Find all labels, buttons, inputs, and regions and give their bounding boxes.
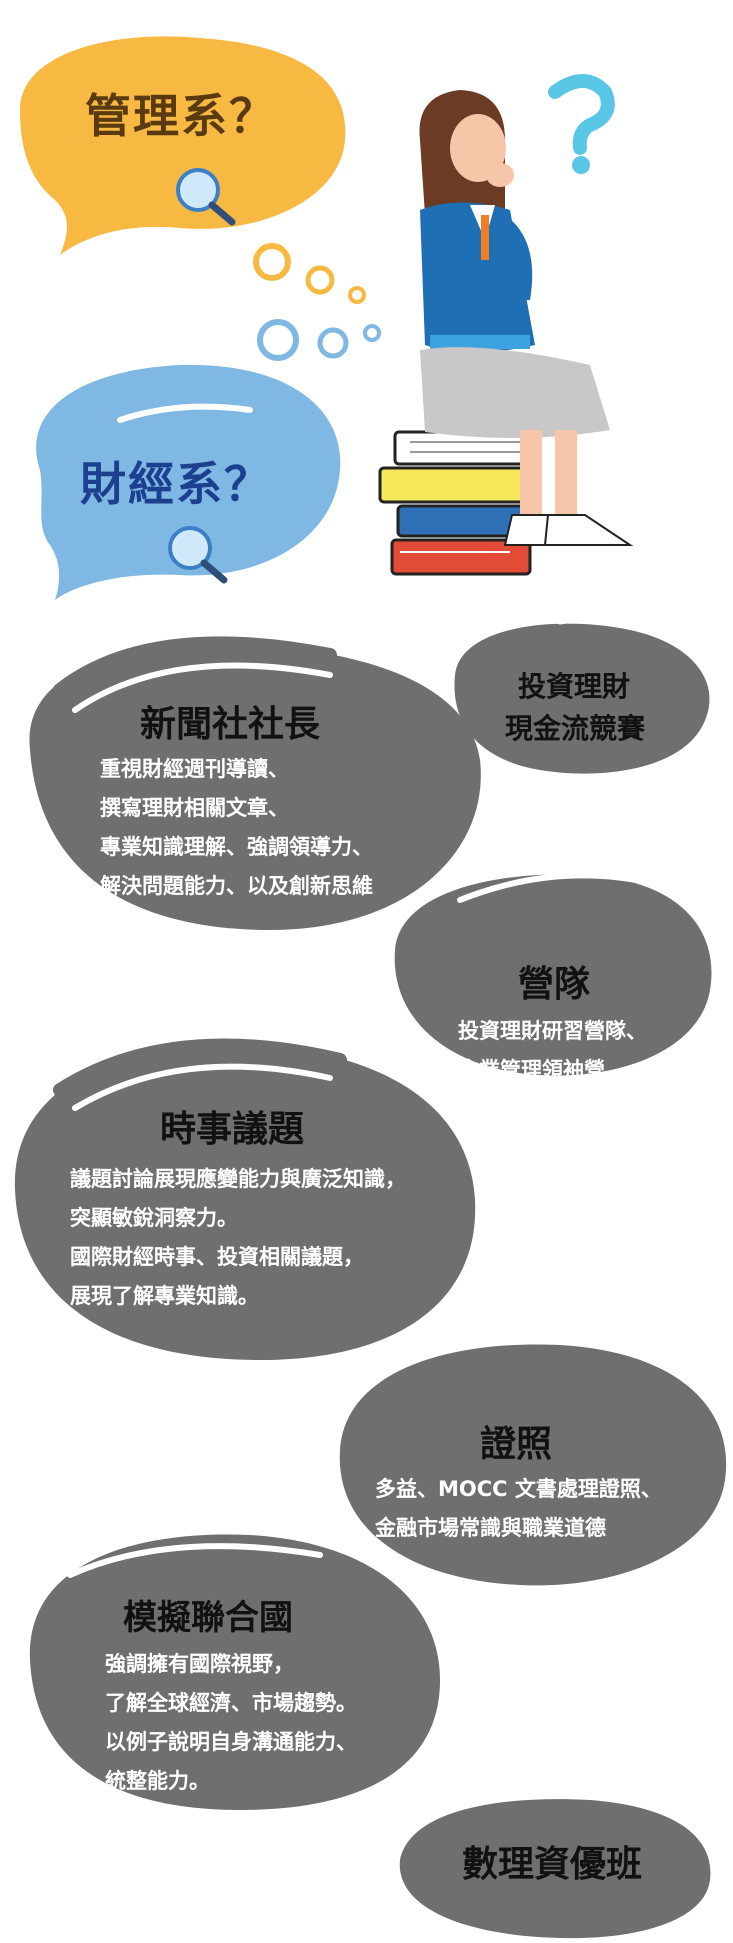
item-topic-line-4: 展現了解專業知識。 [70, 1284, 259, 1308]
item-topic-line-1: 議題討論展現應變能力與廣泛知識， [70, 1167, 406, 1191]
blob-camp [394, 872, 712, 1076]
item-cert-line-1: 多益、MOCC 文書處理證照、 [375, 1477, 662, 1501]
header-illustration [20, 36, 634, 600]
magnifier-icon-1 [176, 168, 236, 226]
item-camp-title: 營隊 [518, 964, 591, 1005]
item-topic-title: 時事議題 [160, 1109, 305, 1150]
blobs-background [14, 615, 727, 1939]
item-camp-lines: 投資理財研習營隊、 企業管理領袖營 [458, 1012, 647, 1090]
item-mun-line-2: 了解全球經濟、市場趨勢。 [105, 1691, 357, 1715]
item-news-line-3: 專業知識理解、強調領導力、 [100, 835, 373, 859]
item-mun-line-1: 強調擁有國際視野， [105, 1652, 294, 1676]
magnifier-icon-2 [168, 526, 228, 584]
item-math-title: 數理資優班 [462, 1844, 643, 1885]
girl-figure-icon [419, 90, 634, 546]
item-topic-line-2: 突顯敏銳洞察力。 [70, 1206, 238, 1230]
item-news-lines: 重視財經週刊導讀、 撰寫理財相關文章、 專業知識理解、強調領導力、 解決問題能力… [100, 750, 373, 906]
item-cert-line-2: 金融市場常識與職業道德 [375, 1516, 606, 1540]
item-news-line-4: 解決問題能力、以及創新思維 [100, 874, 373, 898]
item-mun-title: 模擬聯合國 [123, 1598, 293, 1638]
question-1-title: 管理系？ [85, 89, 277, 143]
item-topic-lines: 議題討論展現應變能力與廣泛知識， 突顯敏銳洞察力。 國際財經時事、投資相關議題，… [70, 1160, 406, 1316]
books-stack-icon [378, 430, 537, 576]
blob-invest [454, 615, 710, 774]
item-invest-title-2: 現金流競賽 [505, 712, 646, 745]
item-mun-line-3: 以例子說明自身溝通能力、 [105, 1730, 357, 1754]
blob-news-topic [14, 1038, 476, 1360]
item-mun-lines: 強調擁有國際視野， 了解全球經濟、市場趨勢。 以例子說明自身溝通能力、 統整能力… [105, 1645, 357, 1801]
item-camp-line-2: 企業管理領袖營 [458, 1058, 605, 1082]
item-camp-line-1: 投資理財研習營隊、 [458, 1019, 647, 1043]
blob-news [29, 636, 481, 930]
item-invest-title-1: 投資理財 [518, 670, 631, 703]
item-news-line-2: 撰寫理財相關文章、 [100, 796, 289, 820]
item-mun-line-4: 統整能力。 [105, 1769, 210, 1793]
item-topic-line-3: 國際財經時事、投資相關議題， [70, 1245, 364, 1269]
item-cert-title: 證照 [480, 1424, 553, 1465]
item-news-line-1: 重視財經週刊導讀、 [100, 757, 289, 781]
question-mark-icon [548, 74, 615, 174]
question-2-title: 財經系？ [80, 457, 272, 511]
blob-mun [29, 1534, 441, 1810]
item-news-title: 新聞社社長 [140, 704, 321, 745]
item-cert-lines: 多益、MOCC 文書處理證照、 金融市場常識與職業道德 [375, 1470, 662, 1548]
blob-math [399, 1790, 711, 1939]
blob-cert [339, 1344, 727, 1599]
